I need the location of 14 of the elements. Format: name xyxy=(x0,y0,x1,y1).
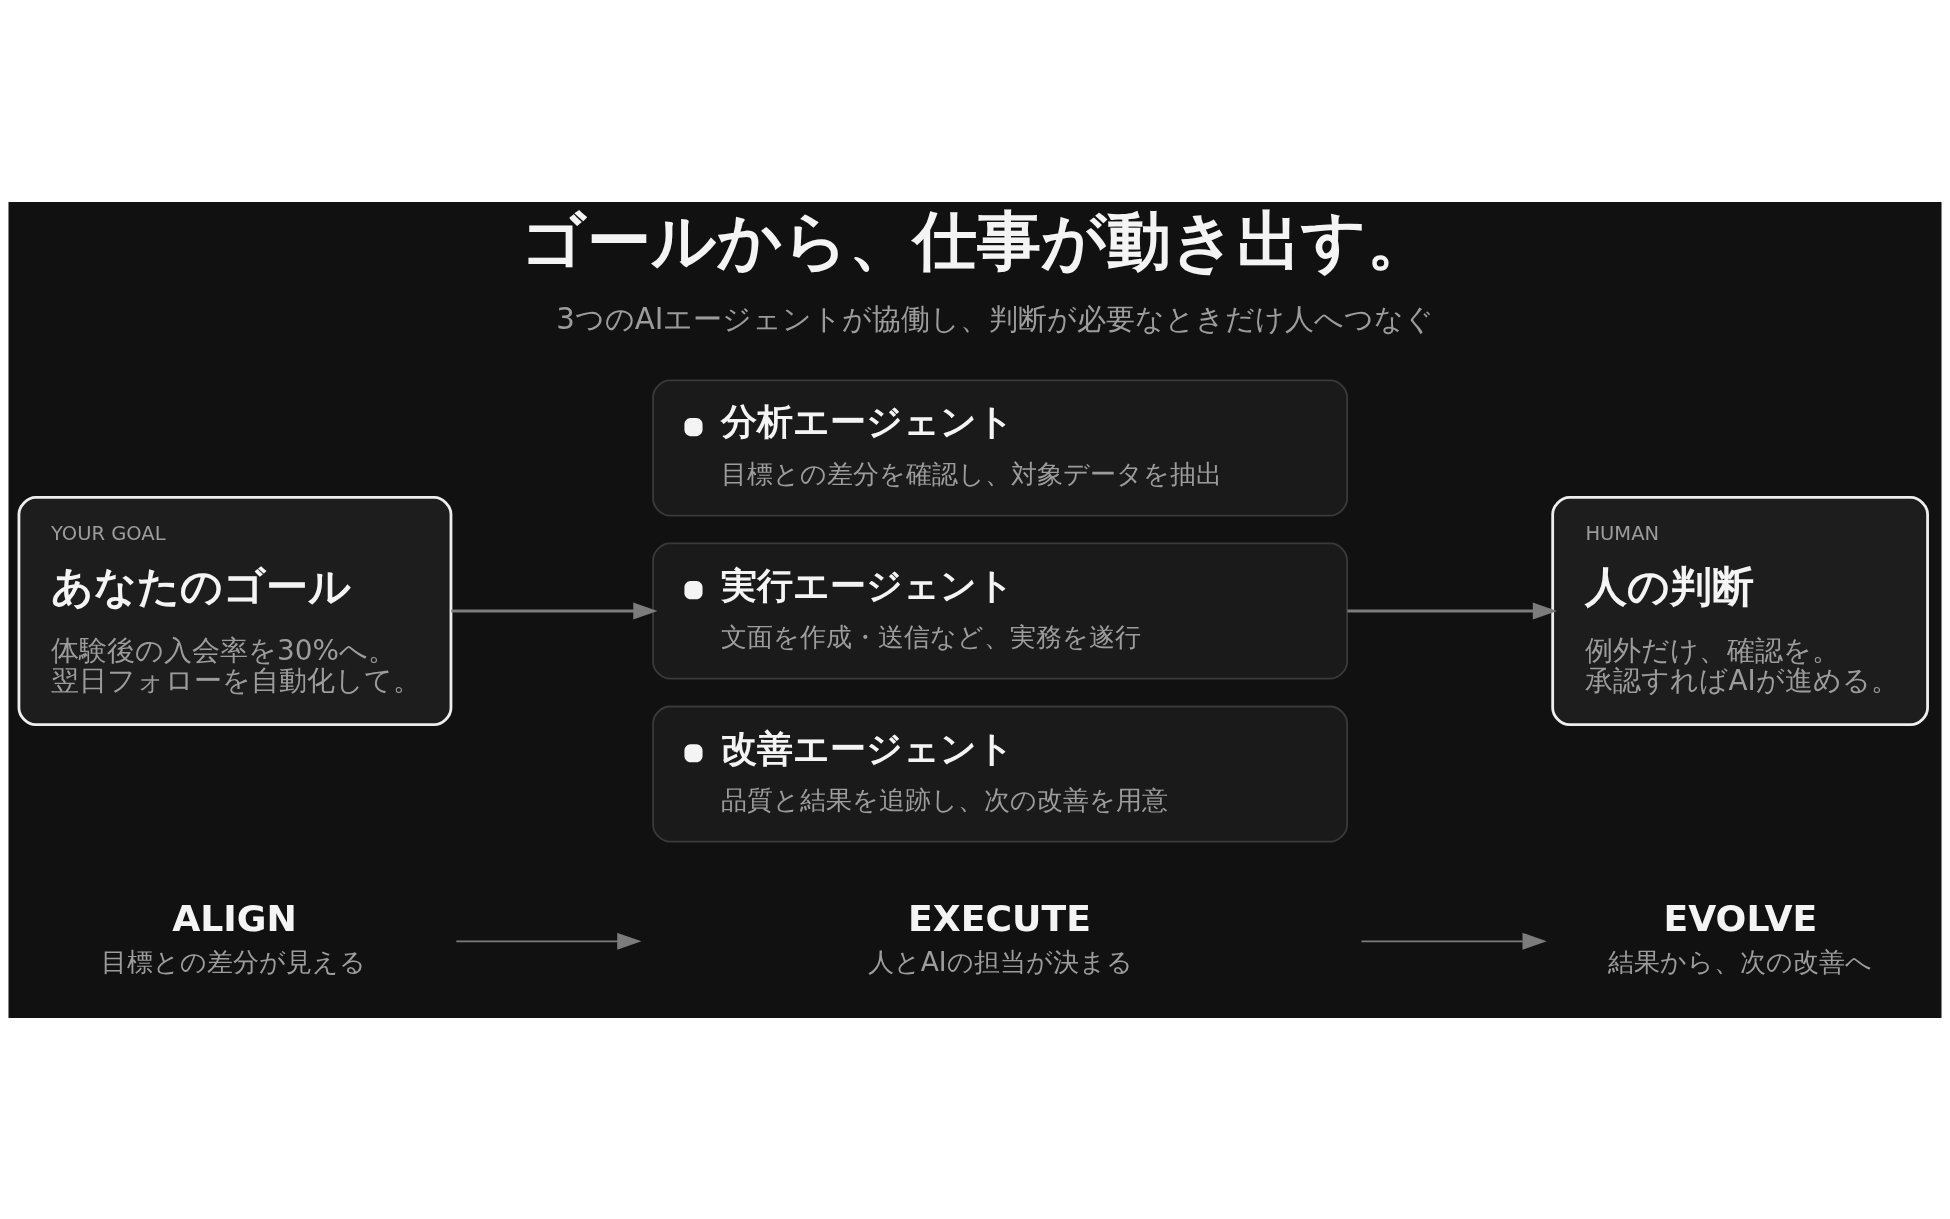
node-box: YOUR GOAL あなたのゴール 体験後の入会率を30%へ。翌日フォローを自動化して。 xyxy=(17,495,453,726)
node-text: EVOLVE 結果から、次の改善へ xyxy=(1607,896,1872,977)
node-box: 実行エージェント 文面を作成・送信など、実務を遂行 xyxy=(652,542,1348,680)
arrow xyxy=(1360,932,1547,950)
node-box: HUMAN 人の判断 例外だけ、確認を。承認すればAIが進める。 xyxy=(1551,495,1929,726)
label: 3つのAIエージェントが協働し、判断が必要なときだけ人へつなぐ xyxy=(556,301,1435,336)
diagram-title: ゴールから、仕事が動き出す。 xyxy=(520,203,1431,278)
node-text: EXECUTE 人とAIの担当が決まる xyxy=(867,896,1133,977)
node-box: 分析エージェント 目標との差分を確認し、対象データを抽出 xyxy=(652,379,1348,516)
arrow xyxy=(451,602,658,620)
arrow xyxy=(455,932,642,950)
node-text: ALIGN 目標との差分が見える xyxy=(101,896,367,977)
arrow xyxy=(1347,602,1558,620)
node-box: 改善エージェント 品質と結果を追跡し、次の改善を用意 xyxy=(652,705,1348,843)
